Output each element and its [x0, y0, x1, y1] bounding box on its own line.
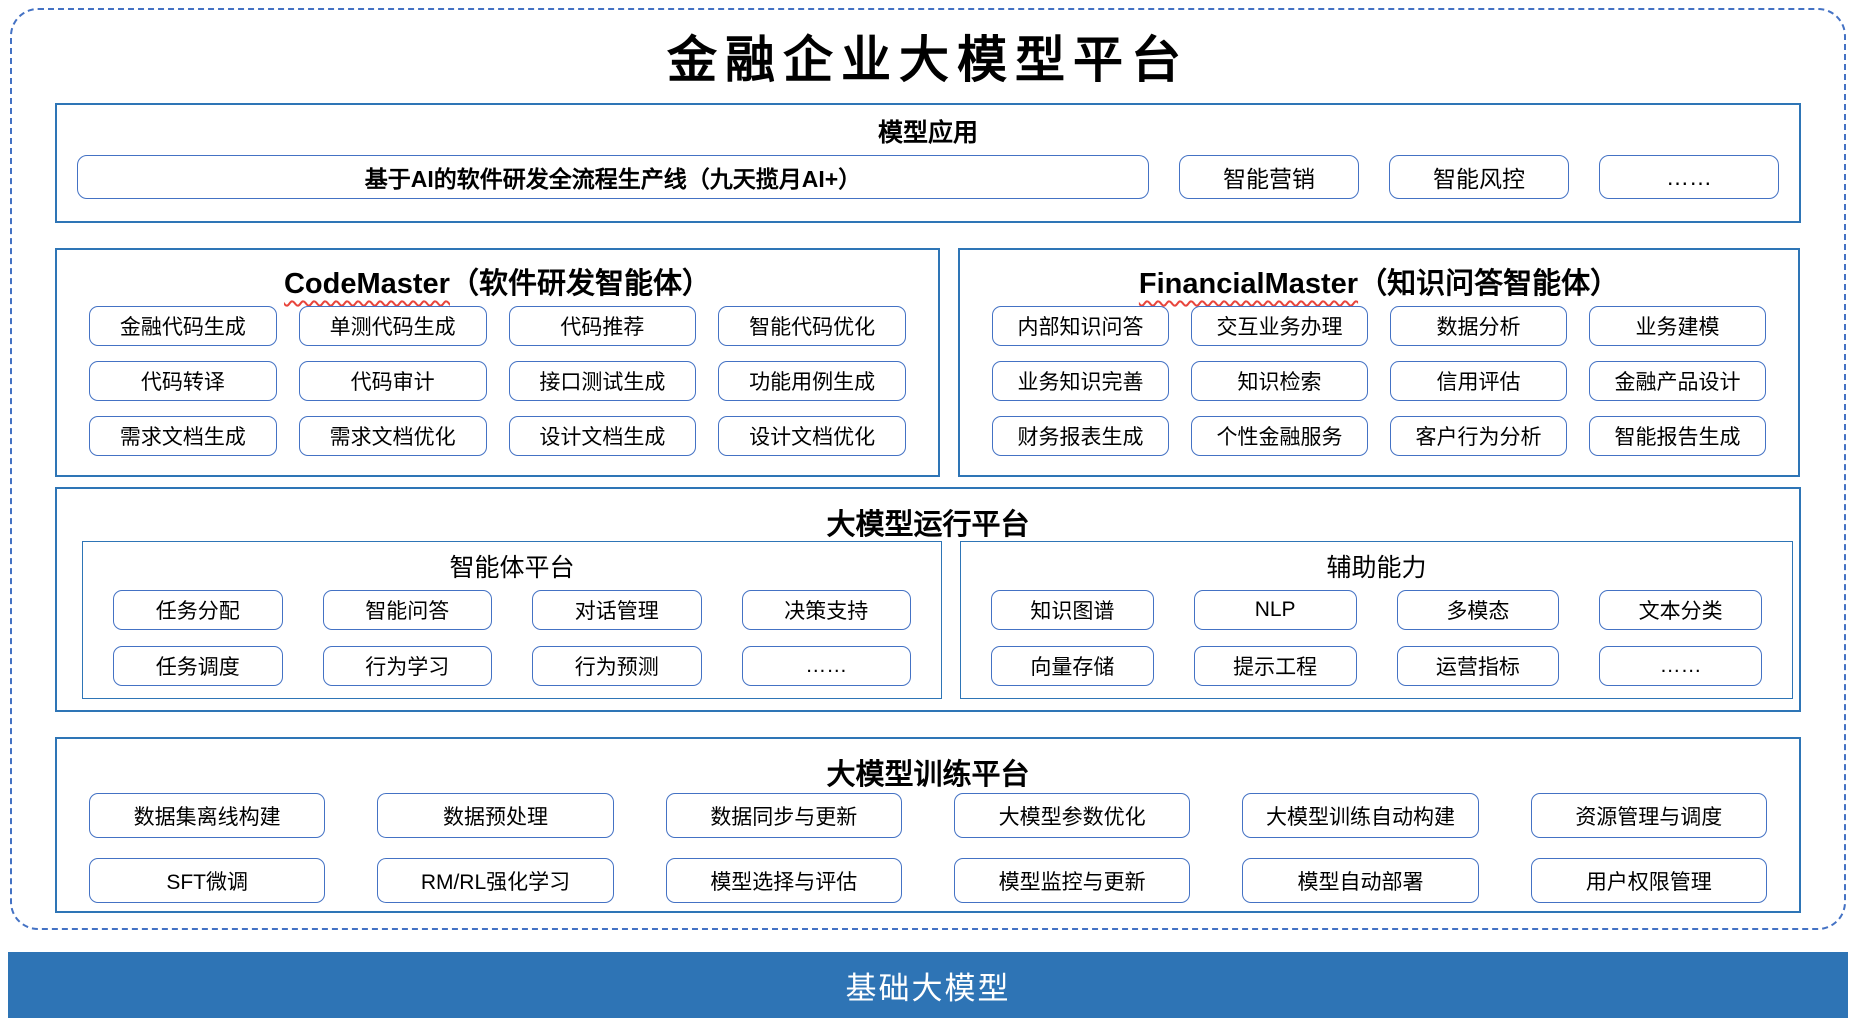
codemaster-title-zh: （软件研发智能体）	[449, 268, 711, 300]
agent-platform-header: 智能体平台	[449, 554, 575, 582]
foundation-model-bar: 基础大模型	[8, 952, 1848, 1018]
financialmaster-item: 交互业务办理	[1191, 306, 1368, 346]
training-item: 资源管理与调度	[1530, 793, 1767, 838]
training-platform-section: 大模型训练平台 数据集离线构建 数据预处理 数据同步与更新 大模型参数优化 大模型训练自…	[55, 737, 1801, 913]
aux-capability-item: ……	[1599, 646, 1762, 686]
codemaster-item: 功能用例生成	[718, 361, 906, 401]
training-item: RM/RL强化学习	[377, 858, 614, 903]
runtime-platform-header: 大模型运行平台	[826, 509, 1030, 541]
app-item: 智能风控	[1389, 155, 1569, 199]
outer-dashed-border	[10, 8, 1846, 930]
training-item: 大模型参数优化	[953, 793, 1191, 838]
agent-platform-item: 行为学习	[322, 646, 492, 686]
training-item: 大模型训练自动构建	[1242, 793, 1479, 838]
aux-capability-item: 提示工程	[1193, 646, 1357, 686]
training-platform-header: 大模型训练平台	[826, 759, 1030, 791]
financialmaster-item: 业务知识完善	[992, 361, 1169, 401]
codemaster-item: 接口测试生成	[508, 361, 697, 401]
agent-platform-item: 决策支持	[741, 590, 911, 630]
agent-platform-item: 智能问答	[322, 590, 492, 630]
financialmaster-item: 数据分析	[1390, 306, 1567, 346]
codemaster-item: 代码转译	[89, 361, 277, 401]
training-item: 数据集离线构建	[89, 793, 326, 838]
training-item: 数据同步与更新	[665, 793, 902, 838]
codemaster-item: 设计文档优化	[718, 416, 906, 456]
codemaster-item: 智能代码优化	[718, 306, 906, 346]
page-title: 金融企业大模型平台	[667, 32, 1189, 88]
financialmaster-grid: 内部知识问答交互业务办理数据分析业务建模业务知识完善知识检索信用评估金融产品设计…	[992, 306, 1766, 456]
codemaster-item: 设计文档生成	[508, 416, 697, 456]
codemaster-grid: 金融代码生成单测代码生成代码推荐智能代码优化代码转译代码审计接口测试生成功能用例…	[89, 306, 906, 456]
aux-capability-item: 文本分类	[1599, 590, 1762, 630]
model-application-header: 模型应用	[877, 119, 978, 147]
aux-capability-grid: 知识图谱 NLP 多模态文本分类向量存储提示工程运营指标 ……	[991, 590, 1762, 686]
financialmaster-item: 个性金融服务	[1191, 416, 1368, 456]
model-application-items: 智能营销智能风控 ……	[1179, 155, 1779, 199]
financialmaster-item: 智能报告生成	[1589, 416, 1766, 456]
aux-capability-item: 知识图谱	[991, 590, 1154, 630]
codemaster-item: 金融代码生成	[89, 306, 277, 346]
aux-capability-box: 辅助能力 知识图谱 NLP 多模态文本分类向量存储提示工程运营指标 ……	[960, 541, 1793, 699]
financialmaster-item: 财务报表生成	[992, 416, 1169, 456]
codemaster-item: 需求文档优化	[298, 416, 487, 456]
aux-capability-header: 辅助能力	[1326, 554, 1427, 582]
foundation-model-label: 基础大模型	[845, 970, 1011, 1006]
model-application-row: 基于AI的软件研发全流程生产线（九天揽月AI+） 智能营销智能风控 ……	[77, 155, 1779, 199]
agent-platform-item: 任务调度	[113, 646, 283, 686]
aux-capability-item: 运营指标	[1396, 646, 1560, 686]
training-item: SFT微调	[89, 858, 326, 903]
aux-capability-item: 向量存储	[991, 646, 1154, 686]
financialmaster-title: FinancialMaster（知识问答智能体）	[960, 250, 1798, 302]
codemaster-item: 单测代码生成	[298, 306, 487, 346]
model-application-section: 模型应用 基于AI的软件研发全流程生产线（九天揽月AI+） 智能营销智能风控 ……	[55, 103, 1801, 223]
training-item: 模型自动部署	[1242, 858, 1479, 903]
financialmaster-title-zh: （知识问答智能体）	[1358, 268, 1620, 300]
agent-platform-box: 智能体平台 任务分配智能问答对话管理决策支持任务调度行为学习行为预测 ……	[82, 541, 942, 699]
codemaster-title-en: CodeMaster	[283, 268, 450, 300]
training-item: 用户权限管理	[1530, 858, 1767, 903]
training-item: 模型选择与评估	[665, 858, 902, 903]
aux-capability-item: NLP	[1193, 590, 1357, 630]
financialmaster-item: 业务建模	[1589, 306, 1766, 346]
ai-pipeline-box: 基于AI的软件研发全流程生产线（九天揽月AI+）	[77, 155, 1149, 199]
financialmaster-item: 知识检索	[1191, 361, 1368, 401]
financialmaster-title-en: FinancialMaster	[1138, 268, 1359, 300]
agent-platform-item: 行为预测	[532, 646, 702, 686]
agent-platform-item: ……	[741, 646, 911, 686]
financialmaster-item: 信用评估	[1390, 361, 1567, 401]
financialmaster-section: FinancialMaster（知识问答智能体） 内部知识问答交互业务办理数据分…	[958, 248, 1800, 477]
agent-platform-item: 任务分配	[113, 590, 283, 630]
app-item: ……	[1599, 155, 1779, 199]
codemaster-title: CodeMaster（软件研发智能体）	[57, 250, 938, 302]
codemaster-section: CodeMaster（软件研发智能体） 金融代码生成单测代码生成代码推荐智能代码…	[55, 248, 940, 477]
training-item: 数据预处理	[377, 793, 614, 838]
financialmaster-item: 客户行为分析	[1390, 416, 1567, 456]
runtime-platform-section: 大模型运行平台 智能体平台 任务分配智能问答对话管理决策支持任务调度行为学习行为…	[55, 487, 1801, 712]
codemaster-item: 代码推荐	[508, 306, 697, 346]
financialmaster-item: 金融产品设计	[1589, 361, 1766, 401]
agent-platform-item: 对话管理	[532, 590, 702, 630]
codemaster-item: 代码审计	[298, 361, 487, 401]
app-item: 智能营销	[1179, 155, 1359, 199]
financialmaster-item: 内部知识问答	[992, 306, 1169, 346]
training-item: 模型监控与更新	[953, 858, 1191, 903]
codemaster-item: 需求文档生成	[89, 416, 277, 456]
agent-platform-grid: 任务分配智能问答对话管理决策支持任务调度行为学习行为预测 ……	[113, 590, 911, 686]
training-platform-grid: 数据集离线构建 数据预处理 数据同步与更新 大模型参数优化 大模型训练自动构建 资源管理与…	[89, 793, 1767, 903]
aux-capability-item: 多模态	[1396, 590, 1560, 630]
